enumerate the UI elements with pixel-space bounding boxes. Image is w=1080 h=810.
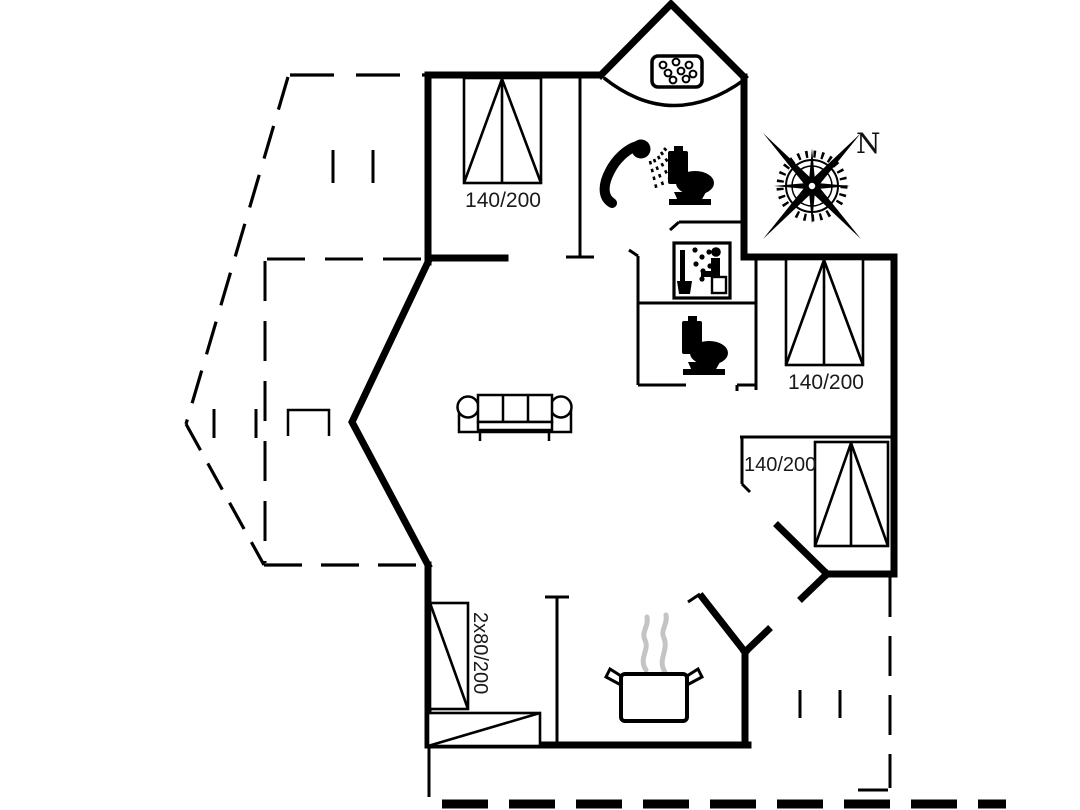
sofa-cushions <box>476 393 554 424</box>
double-bed-top-left <box>462 76 543 185</box>
terrace-step-rectangle <box>286 408 331 436</box>
corner-bath-icon <box>602 54 746 108</box>
interior-walls <box>427 77 893 797</box>
terrace-dashed-boundary <box>184 73 1006 809</box>
marker-pair-left-terrace <box>212 409 258 438</box>
sauna-icon <box>672 241 732 300</box>
bunk-bed-diagonal <box>428 602 470 710</box>
compass-rose: N <box>763 127 881 239</box>
bunk-beds-bottom-left <box>426 601 542 748</box>
exterior-walls <box>348 0 898 749</box>
terrace-marker-ticks <box>212 150 888 792</box>
whirlpool-bubbles <box>658 57 698 85</box>
terrace-left-upper-edge <box>184 76 290 425</box>
sauna-person <box>701 247 728 295</box>
sofa-base <box>457 406 573 434</box>
exterior-wall-path <box>348 0 898 749</box>
steam-wisp <box>640 614 650 673</box>
marker-pair-right-terrace <box>798 690 842 718</box>
interior-wall-path <box>427 77 893 797</box>
bunk-bed-diagonal <box>427 711 541 748</box>
sofa-arm-right <box>549 395 573 419</box>
sofa-arm-left <box>456 395 480 419</box>
sauna-bucket <box>677 281 692 294</box>
bed-lines <box>784 259 865 366</box>
sauna-ladle <box>680 250 685 282</box>
sofa-icon <box>456 393 573 441</box>
stove-pot-icon <box>604 612 704 723</box>
sofa-front-band <box>476 420 554 432</box>
compass-points <box>763 133 861 239</box>
shower-head <box>631 139 651 159</box>
double-bed-middle-right <box>813 440 890 548</box>
pot-body <box>619 672 689 723</box>
compass-north-label: N <box>856 127 881 160</box>
bath-front-arc <box>602 76 746 108</box>
bed-size-label: 140/200 <box>465 189 541 212</box>
double-bed-top-right <box>784 257 865 367</box>
sofa-feet <box>478 432 551 441</box>
bed-size-label: 140/200 <box>744 454 816 476</box>
terrace-left-lower-edge <box>184 423 266 566</box>
bed-lines <box>813 442 890 547</box>
sofa-cushion-dividers <box>501 395 530 422</box>
bed-lines <box>462 78 543 184</box>
bunk-bed-size-label: 2x80/200 <box>469 612 491 694</box>
shower-hose <box>599 141 642 208</box>
marker-pair-top-terrace <box>331 150 375 183</box>
compass-hub <box>807 181 817 191</box>
bed-size-label: 140/200 <box>788 371 864 394</box>
steam-wisp <box>659 612 669 675</box>
